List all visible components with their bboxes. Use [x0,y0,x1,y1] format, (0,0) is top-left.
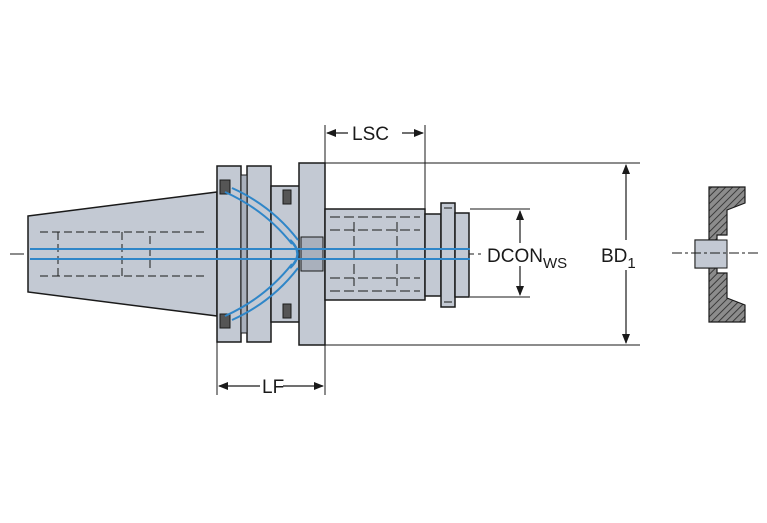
body-disc [298,162,326,346]
bd1-dimension: BD1 [601,164,636,344]
cross-section-icon [672,186,760,323]
dcon-dimension: DCONWS [487,210,567,296]
lf-label: LF [262,377,284,398]
bd1-label: BD1 [601,246,636,272]
dcon-label: DCONWS [487,246,567,272]
extension-lines [216,125,640,395]
chuck-nose [324,202,470,308]
coolant-channels [30,187,470,321]
flange [216,165,302,343]
lsc-label: LSC [352,124,389,145]
lsc-dimension: LSC [326,124,424,145]
lf-dimension: LF [218,377,324,398]
taper-shank [27,191,218,317]
